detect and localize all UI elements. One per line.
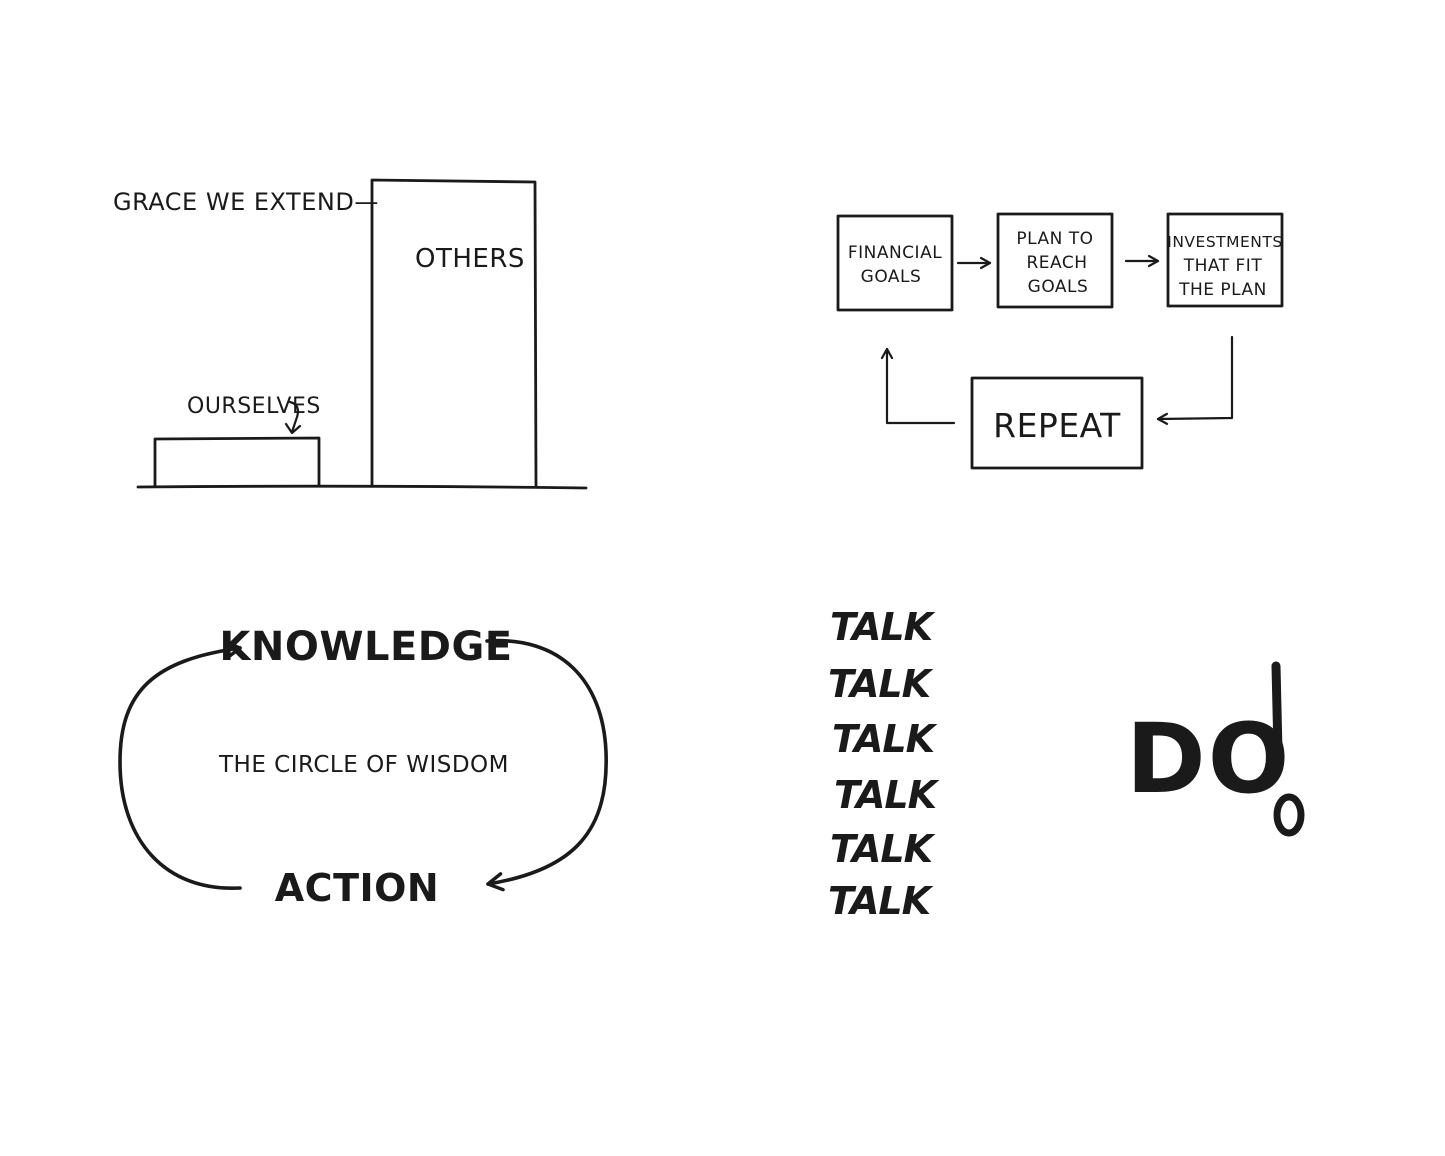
box-investments (1166, 212, 1284, 308)
box-repeat-label: Repeat (993, 406, 1121, 445)
ourselves-pointer-head (284, 422, 302, 435)
talk-word: Talk (832, 717, 938, 761)
exclamation-stroke (1271, 661, 1283, 757)
knowledge-label: Knowledge (219, 624, 512, 670)
bar-ourselves (153, 436, 321, 488)
box-plan-line2: Reach (1026, 253, 1087, 273)
exclamation-dot (1273, 793, 1305, 837)
box-investments-line1: Investments (1167, 233, 1282, 251)
wisdom-cycle: Knowledge The circle of wisdom Action (118, 624, 608, 910)
box-financial-goals (836, 214, 954, 312)
talk-word: Talk (828, 879, 934, 923)
box-investments-line3: the plan (1178, 280, 1267, 300)
box-financial-goals-line2: Goals (861, 267, 922, 287)
action-label: Action (275, 866, 439, 910)
arrow-investments-to-repeat (1156, 335, 1234, 425)
bar-ourselves-label: Ourselves (187, 394, 321, 419)
arc-action-to-knowledge (118, 640, 242, 890)
talk-do: Talk Talk Talk Talk Talk Talk DO (828, 605, 1305, 923)
arc-knowledge-to-action (485, 638, 608, 892)
financial-cycle: Financial Goals Plan to Reach Goals Inve… (836, 212, 1284, 470)
grace-title: Grace we extend— (113, 188, 379, 216)
box-financial-goals-line1: Financial (848, 243, 942, 263)
box-repeat (970, 376, 1144, 470)
talk-word: Talk (834, 773, 940, 817)
ourselves-pointer (288, 400, 300, 434)
talk-word: Talk (828, 662, 934, 706)
box-plan (996, 212, 1114, 309)
do-label: DO (1126, 703, 1291, 815)
bar-others-label: Others (415, 244, 525, 274)
bar-others (370, 178, 538, 488)
talk-word: Talk (830, 605, 936, 649)
box-investments-line2: that fit (1183, 256, 1263, 276)
box-plan-line1: Plan to (1016, 229, 1093, 249)
ground-line (136, 484, 588, 490)
arrow-repeat-to-goals (880, 347, 956, 425)
box-plan-line3: Goals (1028, 277, 1089, 297)
talk-word: Talk (830, 827, 936, 871)
grace-diagram: Grace we extend— Others Ourselves (113, 178, 588, 490)
wisdom-center-label: The circle of wisdom (218, 752, 509, 778)
